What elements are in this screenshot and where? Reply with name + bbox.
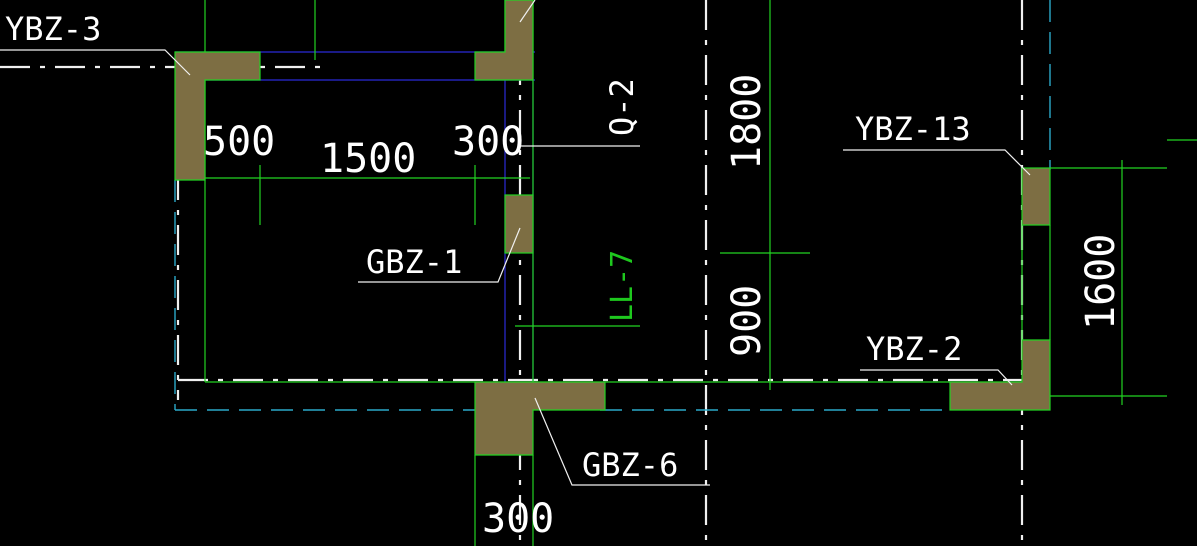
label-gbz-6[interactable]: GBZ-6 <box>582 446 678 484</box>
leader-ybz-13 <box>843 149 1031 176</box>
wall-columns <box>174 0 1051 456</box>
column-ybz-2 <box>949 339 1051 411</box>
dim-text-300-bottom: 300 <box>482 496 554 542</box>
leader-gbz-1 <box>358 227 521 283</box>
dim-text-300-top: 300 <box>452 119 524 165</box>
label-ybz-2[interactable]: YBZ-2 <box>866 330 962 368</box>
column-gbz-1 <box>504 194 534 254</box>
label-ll-7[interactable]: LL-7 <box>605 250 640 322</box>
dim-text-1800: 1800 <box>724 74 770 170</box>
leader-lines <box>0 0 1031 486</box>
dimension-lines <box>180 0 1197 546</box>
component-labels: YBZ-3 YBZ-13 YBZ-2 GBZ-1 GBZ-6 Q-2 LL-7 <box>5 10 971 484</box>
dim-text-1500: 1500 <box>320 136 416 182</box>
leader-ybz-2 <box>860 369 1013 386</box>
grid-dash-lines <box>174 0 1051 411</box>
leader-gbz-6 <box>534 397 710 486</box>
label-q-2[interactable]: Q-2 <box>603 78 641 136</box>
dimension-labels: 500 1500 300 1800 900 1600 300 <box>203 74 1124 542</box>
leader-ybz-3 <box>0 49 191 76</box>
column-top-right <box>474 0 534 81</box>
axis-lines <box>0 0 1050 546</box>
label-gbz-1[interactable]: GBZ-1 <box>366 243 462 281</box>
dim-text-900: 900 <box>724 285 770 357</box>
label-ybz-13[interactable]: YBZ-13 <box>855 110 971 148</box>
column-ybz-3 <box>174 51 261 181</box>
label-ybz-3[interactable]: YBZ-3 <box>5 10 101 48</box>
dim-text-1600: 1600 <box>1078 234 1124 330</box>
dim-text-500: 500 <box>203 119 275 165</box>
leader-top <box>519 0 536 23</box>
column-ybz-13 <box>1021 167 1051 226</box>
column-gbz-6 <box>474 381 606 456</box>
beam-lines <box>175 51 535 385</box>
